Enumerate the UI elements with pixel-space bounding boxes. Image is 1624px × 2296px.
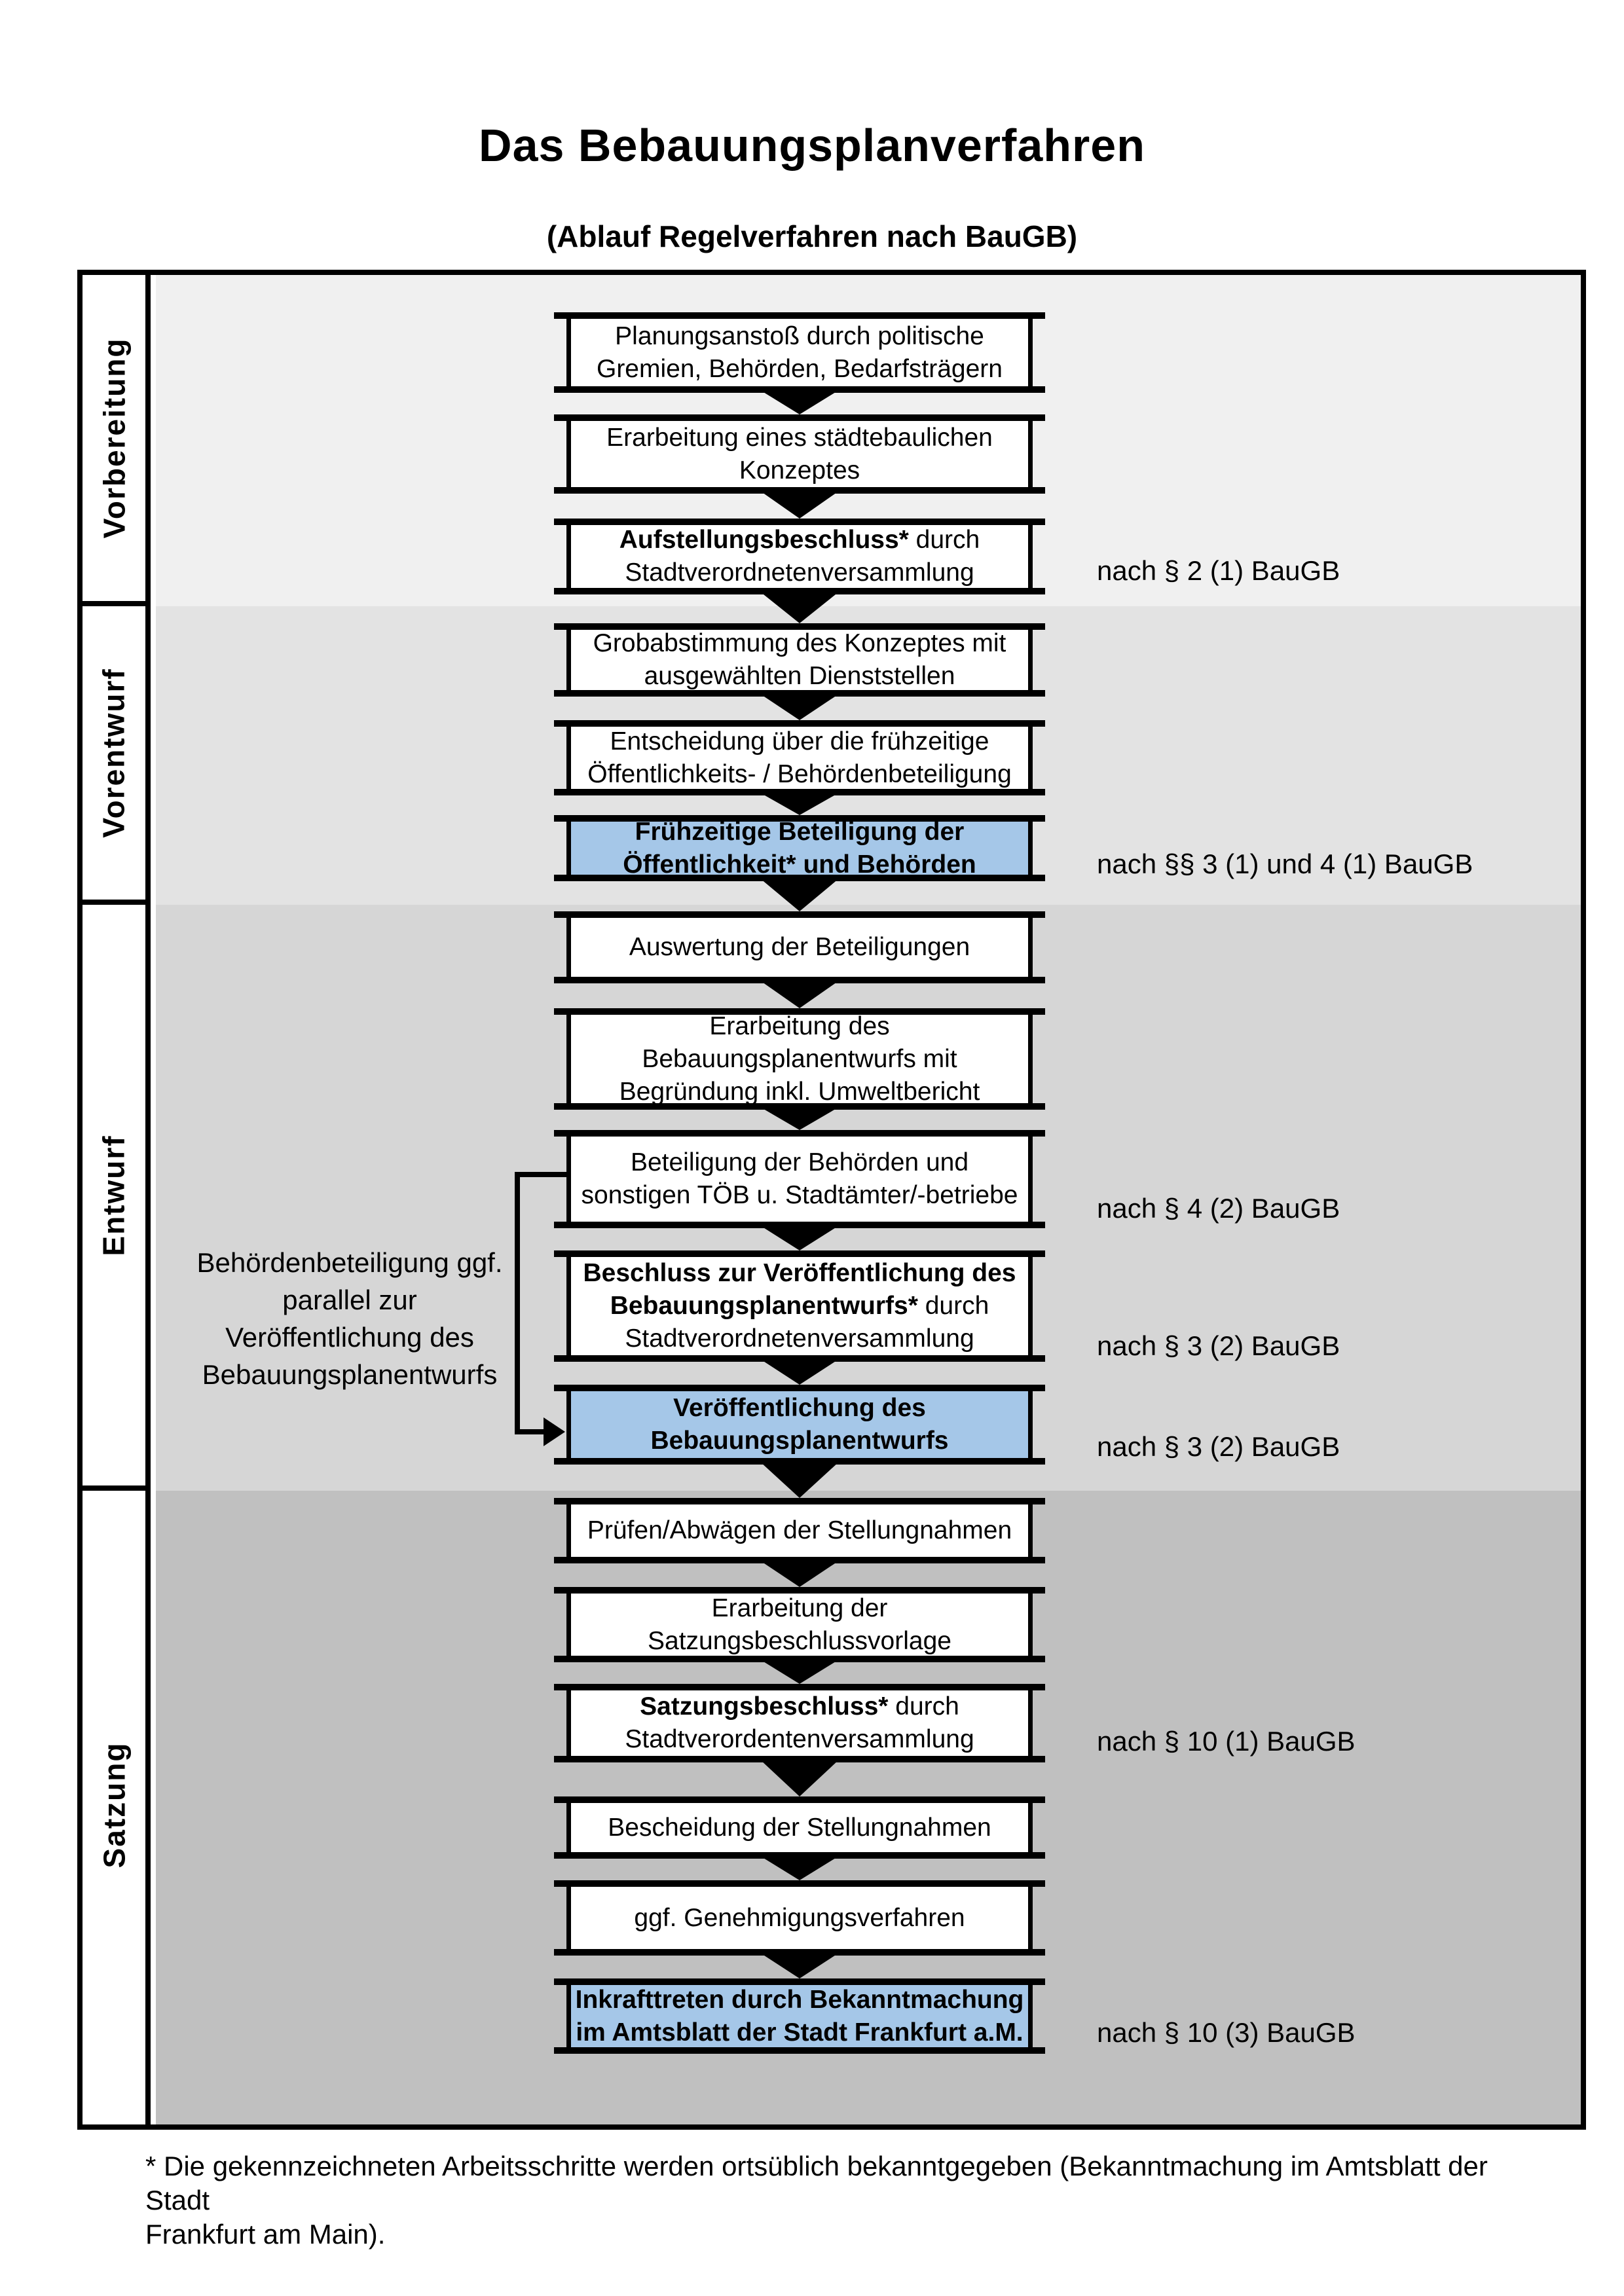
- side-note: Behördenbeteiligung ggf. parallel zur Ve…: [196, 1247, 503, 1390]
- step-14-box: Satzungsbeschluss* durch Stadtverordente…: [554, 1684, 1045, 1762]
- step-6-box-highlighted: Frühzeitige Beteiligung der Öffentlichke…: [554, 815, 1045, 881]
- step-text: Beteiligung der Behörden und sonstigen T…: [581, 1148, 1018, 1209]
- step-12-box: Prüfen/Abwägen der Stellungnahmen: [554, 1498, 1045, 1563]
- footnote-line2: Frankfurt am Main).: [145, 2219, 386, 2250]
- step-text: Veröffentlichung des Bebauungsplanentwur…: [650, 1394, 949, 1455]
- step-15-box: Bescheidung der Stellungnahmen: [554, 1796, 1045, 1859]
- step-1-box: Planungsanstoß durch politische Gremien,…: [554, 312, 1045, 393]
- step-text: Planungsanstoß durch politische Gremien,…: [596, 321, 1003, 383]
- phase-label-text: Satzung: [97, 1741, 132, 1868]
- legal-reference: nach § 2 (1) BauGB: [1097, 555, 1340, 586]
- step-16-box: ggf. Genehmigungsverfahren: [554, 1880, 1045, 1956]
- phase-label-text: Vorbereitung: [97, 337, 132, 539]
- footnote-line1: * Die gekennzeichneten Arbeitsschritte w…: [145, 2151, 1488, 2215]
- step-8-box: Erarbeitung des Bebauungsplanentwurfs mi…: [554, 1008, 1045, 1110]
- flowchart-frame: Vorbereitung Vorentwurf Entwurf Satzung …: [77, 270, 1586, 2130]
- step-text: ggf. Genehmigungsverfahren: [634, 1903, 965, 1932]
- phase-label-column: Vorbereitung Vorentwurf Entwurf Satzung: [83, 275, 151, 2124]
- step-text: Entscheidung über die frühzeitige Öffent…: [587, 727, 1012, 788]
- step-text: Erarbeitung des Bebauungsplanentwurfs mi…: [619, 1011, 980, 1106]
- legal-reference: nach §§ 3 (1) und 4 (1) BauGB: [1097, 848, 1473, 879]
- page-subtitle: (Ablauf Regelverfahren nach BauGB): [546, 219, 1078, 253]
- step-text: Bescheidung der Stellungnahmen: [608, 1813, 991, 1842]
- step-text: Prüfen/Abwägen der Stellungnahmen: [587, 1516, 1012, 1544]
- step-text: Inkrafttreten durch Bekanntmachung im Am…: [575, 1985, 1024, 2047]
- legal-reference: nach § 10 (3) BauGB: [1097, 2017, 1356, 2048]
- connector-horizontal-top: [515, 1172, 566, 1177]
- step-text: Erarbeitung eines städtebaulichen Konzep…: [606, 423, 993, 484]
- legal-reference: nach § 3 (2) BauGB: [1097, 1330, 1340, 1361]
- legal-reference: nach § 4 (2) BauGB: [1097, 1193, 1340, 1224]
- step-text: Frühzeitige Beteiligung der Öffentlichke…: [623, 817, 976, 879]
- step-text: Grobabstimmung des Konzeptes mit ausgewä…: [593, 629, 1006, 690]
- step-13-box: Erarbeitung der Satzungsbeschlussvorlage: [554, 1587, 1045, 1662]
- phase-label-vorbereitung: Vorbereitung: [83, 275, 145, 606]
- step-text: Erarbeitung der Satzungsbeschlussvorlage: [648, 1594, 951, 1655]
- step-text: Aufstellungsbeschluss* durch Stadtverord…: [619, 526, 980, 587]
- legal-reference: nach § 3 (2) BauGB: [1097, 1431, 1340, 1462]
- step-17-box-highlighted: Inkrafttreten durch Bekanntmachung im Am…: [554, 1978, 1045, 2054]
- step-2-box: Erarbeitung eines städtebaulichen Konzep…: [554, 414, 1045, 494]
- step-7-box: Auswertung der Beteiligungen: [554, 911, 1045, 983]
- step-3-box: Aufstellungsbeschluss* durch Stadtverord…: [554, 519, 1045, 594]
- phase-label-entwurf: Entwurf: [83, 905, 145, 1491]
- step-text: Satzungsbeschluss* durch Stadtverordente…: [625, 1692, 974, 1753]
- legal-reference: nach § 10 (1) BauGB: [1097, 1726, 1356, 1757]
- phase-label-satzung: Satzung: [83, 1491, 145, 2119]
- step-4-box: Grobabstimmung des Konzeptes mit ausgewä…: [554, 623, 1045, 697]
- page-title: Das Bebauungsplanverfahren: [479, 120, 1145, 171]
- step-11-box-highlighted: Veröffentlichung des Bebauungsplanentwur…: [554, 1385, 1045, 1465]
- phase-label-text: Vorentwurf: [97, 668, 131, 838]
- phase-label-vorentwurf: Vorentwurf: [83, 606, 145, 905]
- step-text: Auswertung der Beteiligungen: [629, 933, 970, 961]
- footnote: * Die gekennzeichneten Arbeitsschritte w…: [145, 2149, 1494, 2251]
- step-5-box: Entscheidung über die frühzeitige Öffent…: [554, 720, 1045, 795]
- step-10-box: Beschluss zur Veröffentlichung des Bebau…: [554, 1250, 1045, 1362]
- step-9-box: Beteiligung der Behörden und sonstigen T…: [554, 1130, 1045, 1228]
- connector-horizontal-bottom: [515, 1429, 545, 1434]
- phase-label-text: Entwurf: [97, 1134, 132, 1256]
- step-text: Beschluss zur Veröffentlichung des Bebau…: [583, 1259, 1016, 1353]
- connector-vertical: [515, 1172, 520, 1434]
